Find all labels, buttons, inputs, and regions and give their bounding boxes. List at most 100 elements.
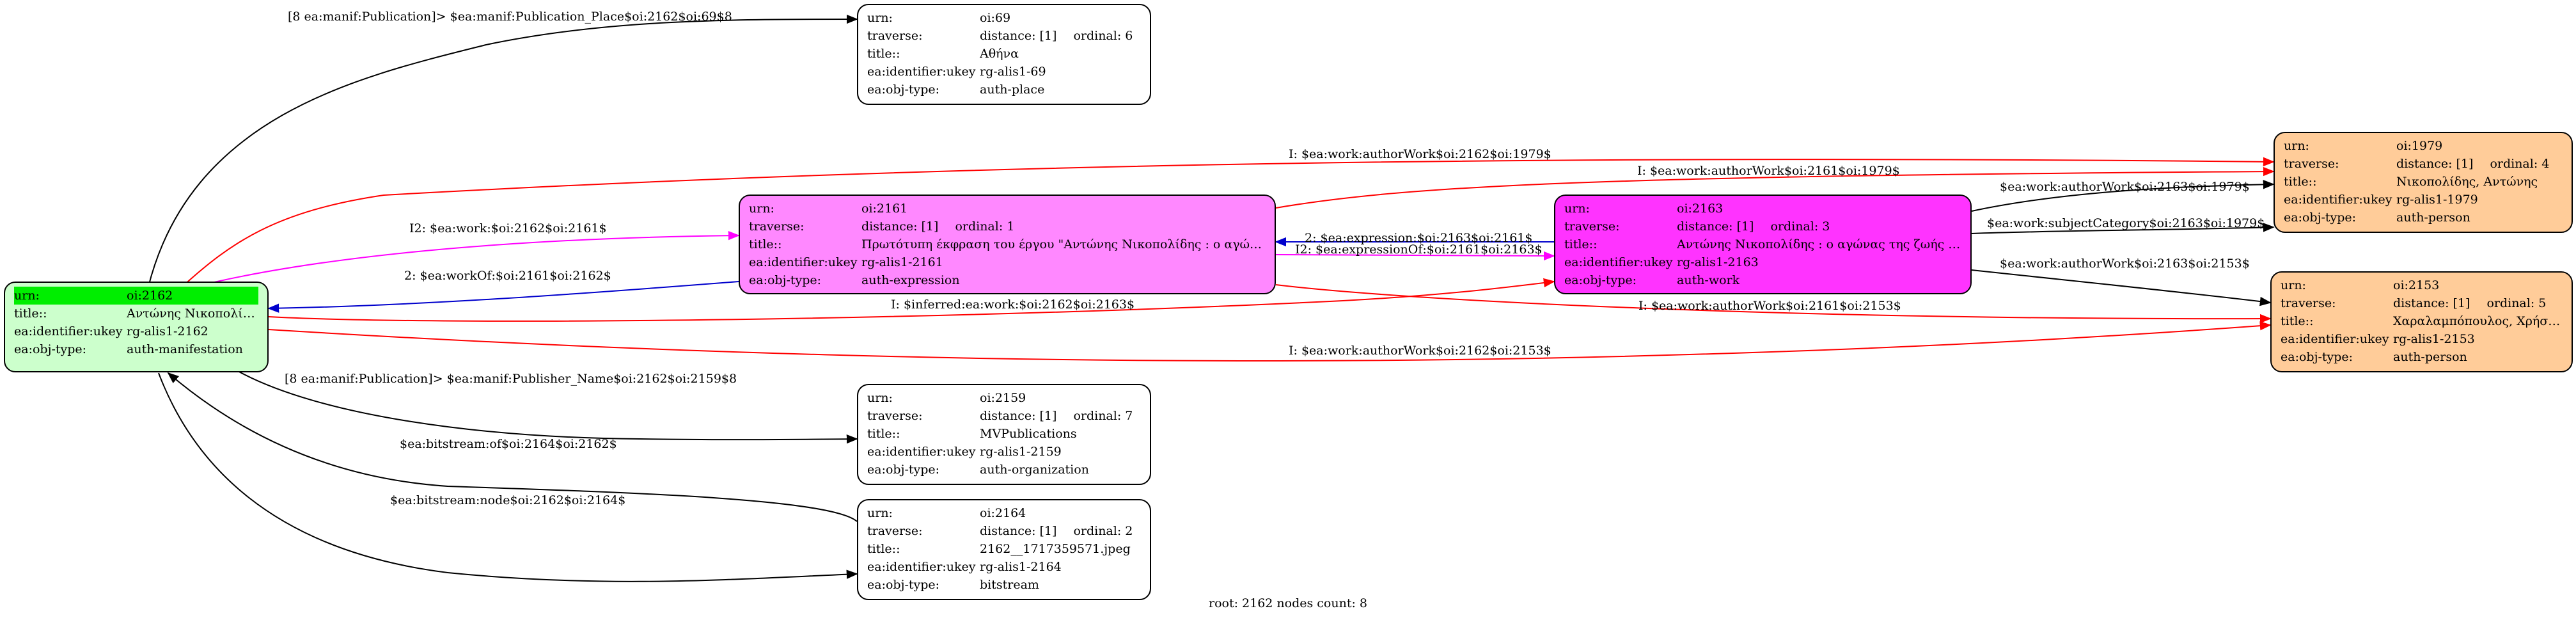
key-objtype: ea:obj-type:	[1564, 273, 1637, 287]
value-urn: oi:1979	[2396, 139, 2443, 153]
key-urn: urn:	[867, 391, 893, 405]
key-ukey: ea:identifier:ukey	[867, 445, 976, 459]
value-traverse: distance: [1] ordinal: 2	[980, 522, 1133, 540]
node-oi-2153[interactable]: urn:oi:2153 traverse:distance: [1]ordina…	[2270, 271, 2573, 372]
edge-publisher-name	[237, 370, 858, 444]
key-traverse: traverse:	[867, 409, 923, 423]
node-2162-title-row: title::Αντώνης Νικοπολίδης	[14, 305, 258, 322]
node-oi-2164[interactable]: urn:oi:2164 traverse:distance: [1]ordina…	[857, 499, 1151, 600]
node-69-urn-row: urn:oi:69	[867, 9, 1141, 27]
value-ukey: rg-alis1-2159	[980, 445, 1062, 459]
value-distance: distance: [1]	[1677, 219, 1754, 234]
key-urn: urn:	[2284, 139, 2309, 153]
edge-inferred-2162-2163	[268, 278, 1555, 322]
node-2162-objtype-row: ea:obj-type: auth-manifestation	[14, 340, 258, 358]
value-urn: oi:2164	[980, 506, 1026, 520]
value-objtype: auth-expression	[861, 273, 960, 287]
key-objtype: ea:obj-type:	[867, 578, 940, 592]
edge-label-authorwork-2161-1979: I: $ea:work:authorWork$oi:2161$oi:1979$	[1637, 164, 1900, 178]
key-objtype: ea:obj-type:	[867, 83, 940, 97]
key-ukey: ea:identifier:ukey	[867, 560, 976, 574]
value-title: MVPublications	[980, 427, 1077, 441]
node-oi-2159[interactable]: urn:oi:2159 traverse:distance: [1]ordina…	[857, 384, 1151, 485]
value-ukey: rg-alis1-2161	[861, 255, 943, 269]
edge-bitstream-node	[158, 372, 858, 582]
key-objtype: ea:obj-type:	[2284, 211, 2357, 225]
value-title: Χαραλαμπόπουλος, Χρήστος	[2393, 314, 2563, 328]
node-oi-69[interactable]: urn:oi:69 traverse:distance: [1]ordinal:…	[857, 4, 1151, 105]
value-distance: distance: [1]	[2393, 296, 2470, 310]
node-1979-urn-row: urn: oi:1979	[2284, 137, 2563, 155]
value-distance: distance: [1]	[980, 29, 1057, 43]
node-2164-urn-row: urn:oi:2164	[867, 504, 1141, 522]
node-oi-2162[interactable]: urn:oi:2162 title::Αντώνης Νικοπολίδης e…	[4, 282, 269, 372]
node-oi-2161[interactable]: urn:oi:2161 traverse: distance: [1]ordina…	[739, 195, 1276, 294]
key-objtype: ea:obj-type:	[14, 342, 87, 356]
value-distance: distance: [1]	[2396, 157, 2474, 171]
value-objtype: auth-manifestation	[127, 342, 243, 356]
node-2153-objtype-row: ea:obj-type:auth-person	[2281, 348, 2563, 366]
node-2161-urn-row: urn:oi:2161	[749, 200, 1266, 218]
value-ukey: rg-alis1-1979	[2396, 193, 2478, 207]
edge-label-inferred-2162-2163: I: $inferred:ea:work:$oi:2162$oi:2163$	[891, 298, 1135, 312]
key-traverse: traverse:	[2281, 296, 2336, 310]
node-oi-1979[interactable]: urn: oi:1979 traverse: distance: [1] ordina…	[2274, 132, 2573, 233]
edge-label-authorwork-2162-1979: I: $ea:work:authorWork$oi:2162$oi:1979$	[1289, 147, 1551, 161]
node-2153-traverse-row: traverse: distance: [1] ordinal: 5	[2281, 294, 2563, 312]
key-title: title::	[867, 542, 900, 556]
node-2163-objtype-row: ea:obj-type:auth-work	[1564, 271, 1961, 289]
key-urn: urn:	[867, 11, 893, 25]
key-objtype: ea:obj-type:	[2281, 350, 2353, 364]
key-title: title::	[867, 427, 900, 441]
edge-subjectcategory-2163-1979	[1971, 223, 2275, 234]
key-title: title::	[14, 306, 47, 321]
edge-authorwork-2163-2153	[1971, 269, 2272, 306]
value-traverse: distance: [1]ordinal: 6	[980, 27, 1133, 45]
edge-authorwork-2161-2153	[1275, 284, 2272, 324]
edge-label-expressionof-2161-2163: I2: $ea:expressionOf:$oi:2161$oi:2163$	[1295, 242, 1543, 257]
node-2159-objtype-row: ea:obj-type:auth-organization	[867, 461, 1141, 479]
edge-label-authorwork-2163-1979: $ea:work:authorWork$oi:2163$oi:1979$	[2000, 180, 2250, 194]
value-title: Αντώνης Νικοπολίδης	[127, 306, 258, 321]
edge-label-bitstream-node: $ea:bitstream:node$oi:2162$oi:2164$	[390, 493, 625, 507]
node-2159-title-row: title::MVPublications	[867, 425, 1141, 443]
edge-bitstream-of	[167, 372, 858, 522]
edge-label-authorwork-2161-2153: I: $ea:work:authorWork$oi:2161$oi:2153$	[1638, 299, 1901, 313]
node-1979-traverse-row: traverse: distance: [1] ordinal: 4	[2284, 155, 2563, 173]
node-2164-title-row: title::2162__1717359571.jpeg	[867, 540, 1141, 558]
value-traverse: distance: [1]ordinal: 1	[861, 218, 1014, 235]
edge-workof-2161-2162	[267, 281, 739, 313]
value-traverse: distance: [1]ordinal: 7	[980, 407, 1133, 425]
key-urn: urn:	[14, 289, 40, 303]
value-ukey: rg-alis1-2153	[2393, 332, 2475, 346]
key-title: title::	[749, 237, 782, 251]
value-distance: distance: [1]	[980, 524, 1057, 538]
value-ordinal: ordinal: 2	[1073, 524, 1133, 538]
value-title: Αθήνα	[980, 47, 1019, 61]
node-2163-urn-row: urn:oi:2163	[1564, 200, 1961, 218]
value-traverse: distance: [1]ordinal: 3	[1677, 218, 1830, 235]
node-2161-traverse-row: traverse: distance: [1]ordinal: 1	[749, 218, 1266, 235]
node-oi-2163[interactable]: urn:oi:2163 traverse:distance: [1]ordina…	[1554, 195, 1972, 294]
value-ordinal: ordinal: 4	[2490, 157, 2550, 171]
key-traverse: traverse:	[749, 219, 805, 234]
node-2164-objtype-row: ea:obj-type:bitstream	[867, 576, 1141, 594]
node-69-title-row: title::Αθήνα	[867, 45, 1141, 63]
value-ordinal: ordinal: 1	[955, 219, 1015, 234]
edge-label-bitstream-of: $ea:bitstream:of$oi:2164$oi:2162$	[400, 437, 617, 451]
key-urn: urn:	[2281, 278, 2306, 292]
value-ordinal: ordinal: 5	[2486, 296, 2547, 310]
value-title: Αντώνης Νικοπολίδης : ο αγώνας της ζωής …	[1677, 237, 1961, 251]
value-urn: oi:2163	[1677, 202, 1724, 216]
node-2164-traverse-row: traverse:distance: [1]ordinal: 2	[867, 522, 1141, 540]
edge-label-publisher-name: [8 ea:manif:Publication]> $ea:manif:Publ…	[285, 372, 737, 386]
key-traverse: traverse:	[2284, 157, 2339, 171]
graph-footer: root: 2162 nodes count: 8	[1208, 596, 1368, 610]
